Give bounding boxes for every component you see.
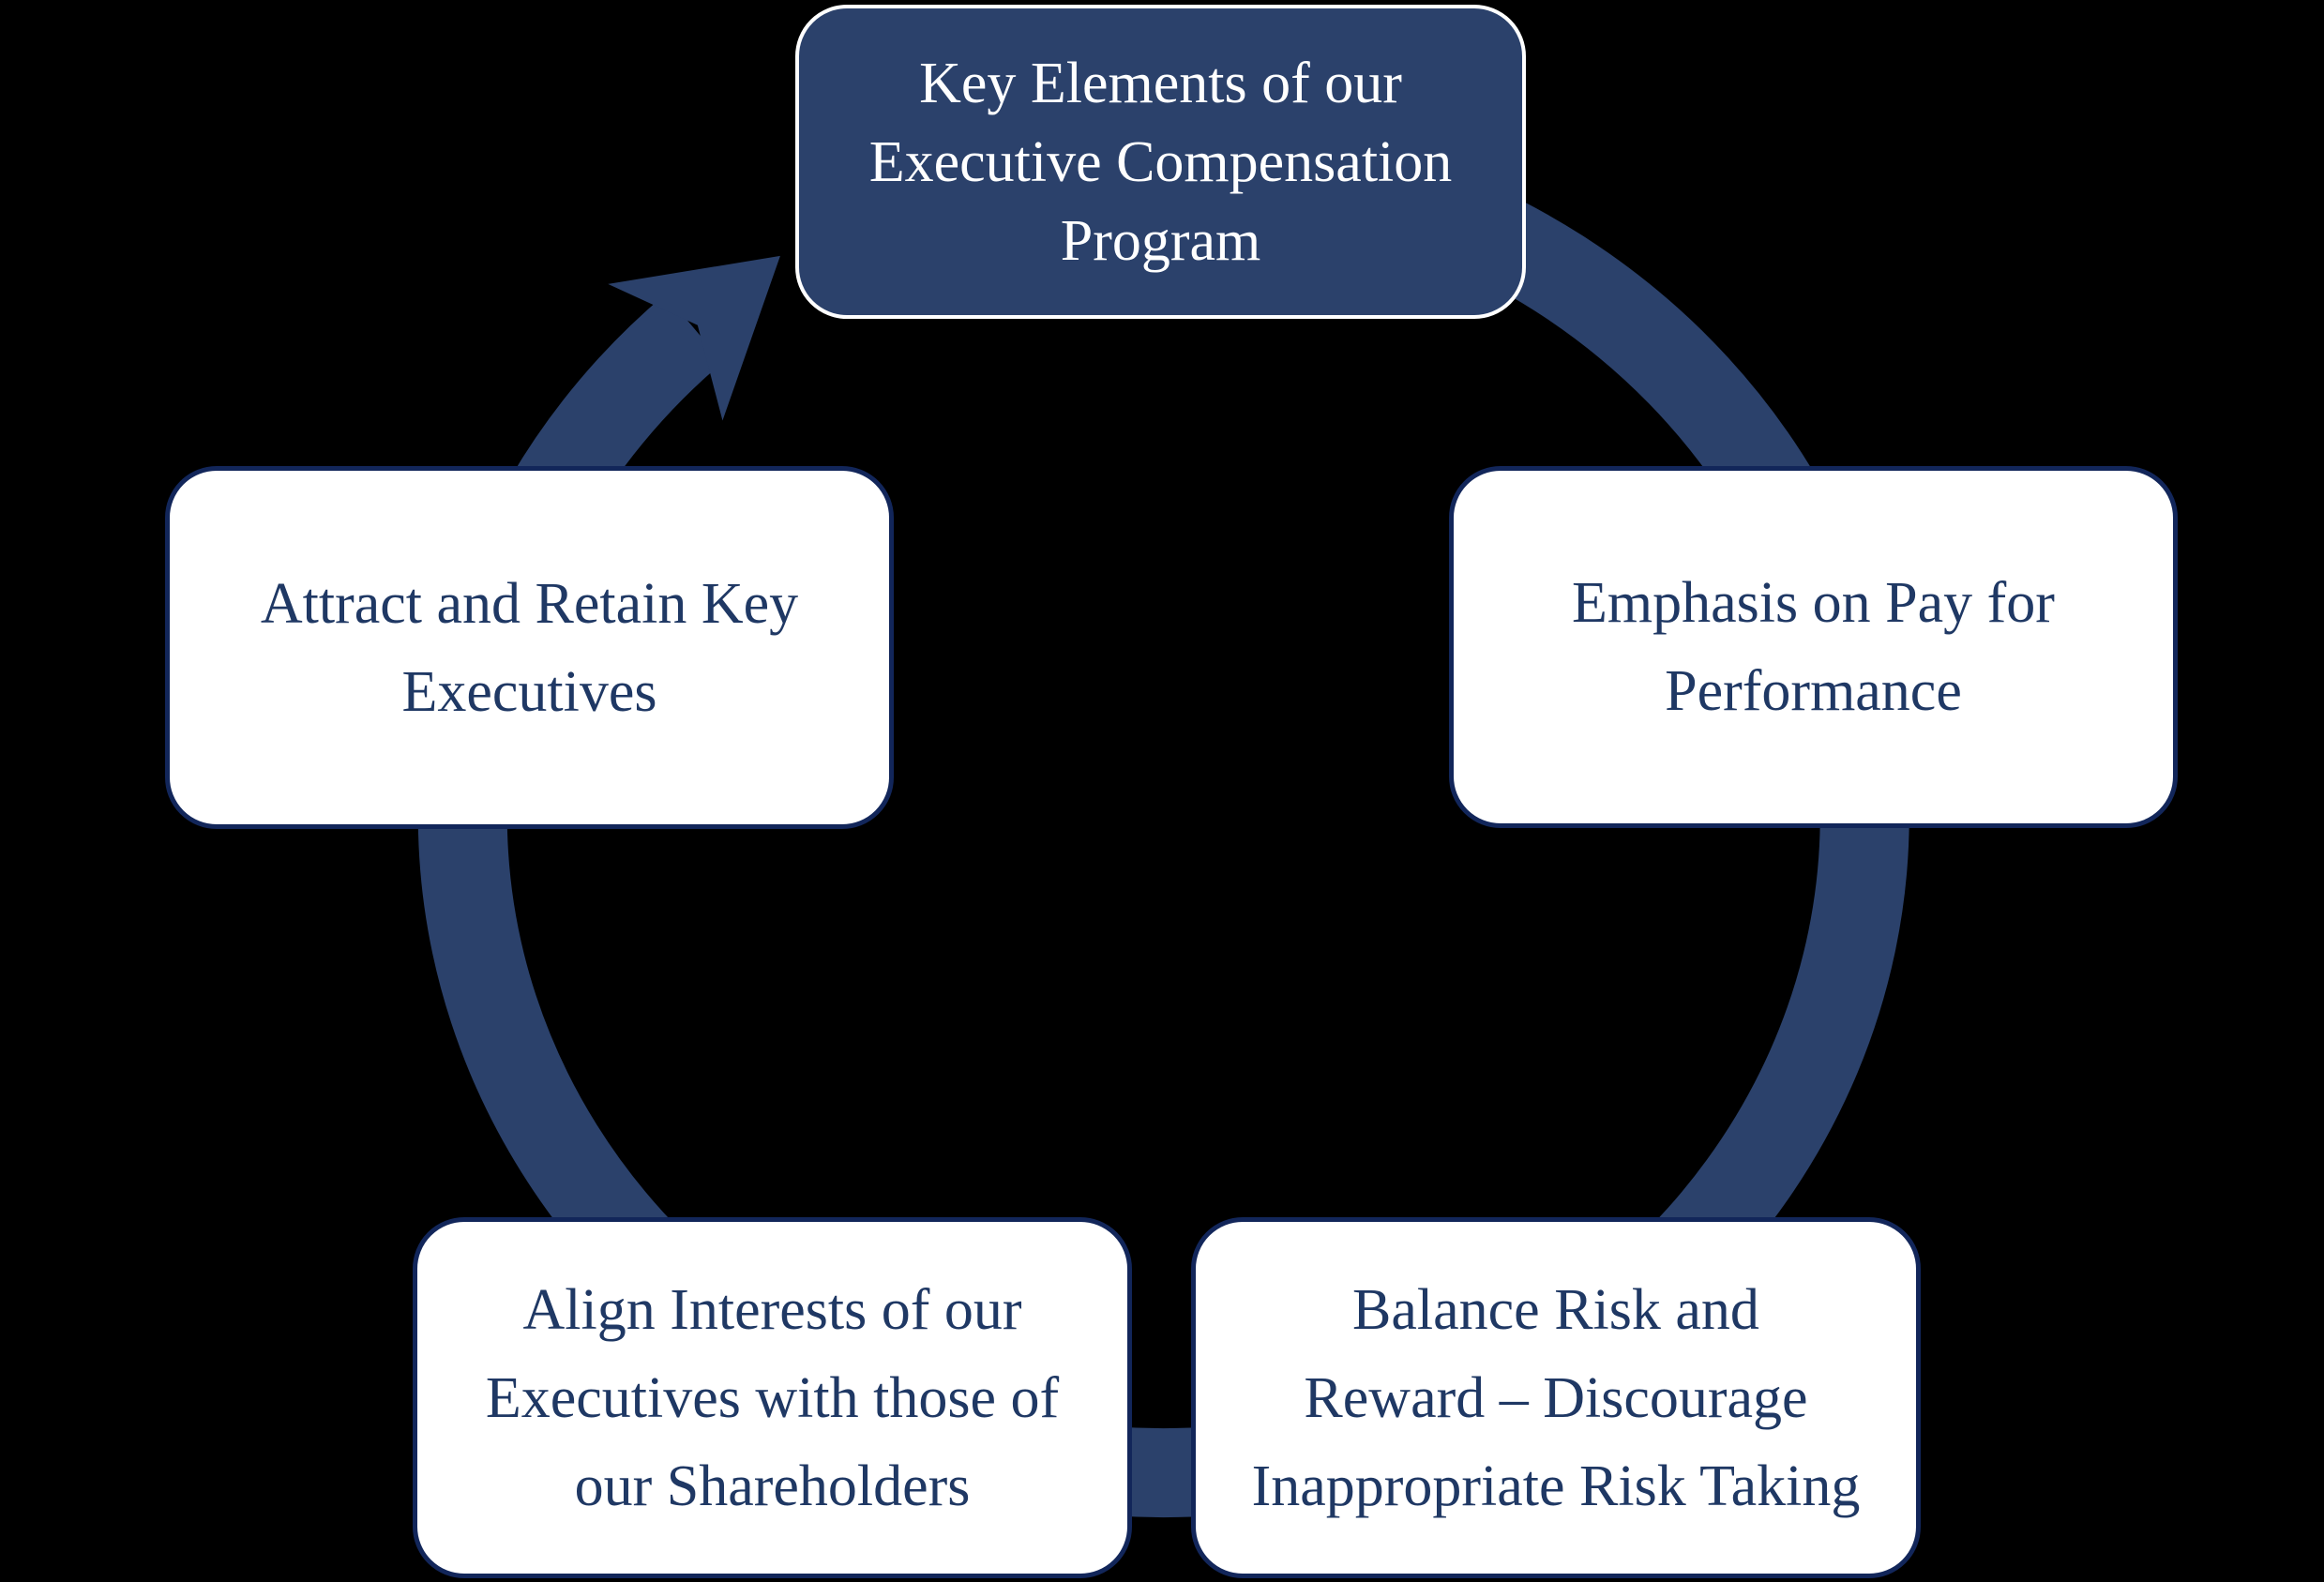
node-line: our Shareholders [574, 1454, 971, 1518]
node-balance-risk-reward: Balance Risk and Reward – Discourage Ina… [1191, 1217, 1921, 1578]
node-line: Executives [401, 659, 657, 724]
node-align-interests: Align Interests of our Executives with t… [413, 1217, 1132, 1578]
node-line: Inappropriate Risk Taking [1251, 1454, 1861, 1518]
node-line: Performance [1665, 659, 1962, 723]
node-line: Align Interests of our [522, 1277, 1022, 1342]
node-key-elements: Key Elements of our Executive Compensati… [795, 5, 1526, 319]
node-attract-retain: Attract and Retain Key Executives [165, 466, 894, 829]
node-line: Reward – Discourage [1304, 1365, 1808, 1430]
node-line: Key Elements of our [919, 51, 1402, 115]
node-line: Balance Risk and [1352, 1277, 1759, 1342]
node-line: Emphasis on Pay for [1572, 571, 2055, 635]
node-pay-for-performance: Emphasis on Pay for Performance [1449, 466, 2178, 828]
node-line: Attract and Retain Key [260, 571, 799, 636]
node-line: Executives with those of [485, 1365, 1060, 1430]
node-line: Program [1060, 208, 1261, 273]
node-line: Executive Compensation [868, 129, 1453, 194]
cycle-arrowhead-icon [608, 255, 780, 421]
